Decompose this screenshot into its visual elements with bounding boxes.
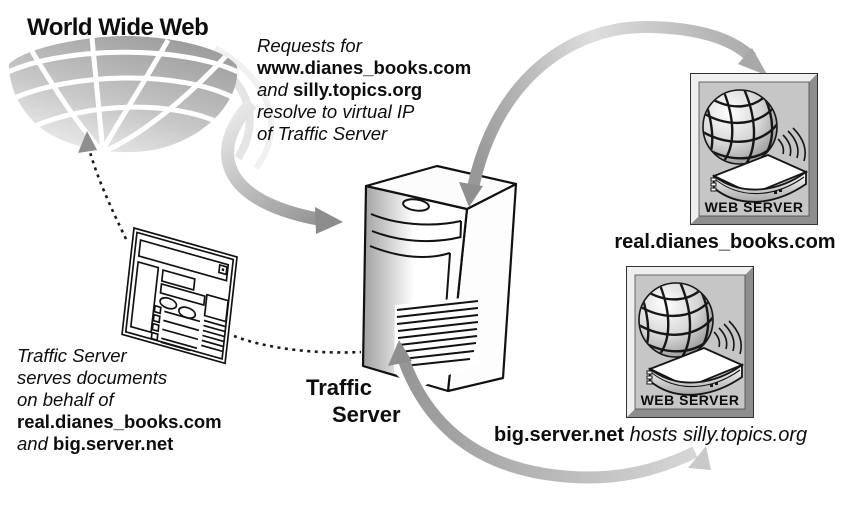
web-server-2-icon — [626, 266, 754, 418]
annotation-line: resolve to virtual IP — [257, 101, 415, 122]
traffic-server-label-line1: Traffic — [306, 375, 373, 400]
annotation-line: serves documents — [17, 367, 168, 388]
annotation-line: real.dianes_books.com — [17, 411, 222, 432]
annotation-line: Traffic Server — [17, 345, 127, 366]
web-server-2-badge: WEB SERVER — [640, 392, 740, 408]
top-annotation: Requests for www.dianes_books.com and si… — [257, 35, 471, 145]
traffic-server-label-line2: Server — [332, 402, 401, 427]
www-title: World Wide Web — [27, 14, 209, 41]
web-server-2-label: big.server.net hosts silly.topics.org — [494, 424, 808, 446]
annotation-line: and big.server.net — [17, 433, 174, 454]
annotation-line: and silly.topics.org — [257, 79, 423, 100]
traffic-server-tower-icon — [361, 164, 518, 393]
annotation-line: www.dianes_books.com — [257, 57, 472, 78]
browser-window-icon — [121, 226, 238, 365]
swoosh-www-to-traffic-server — [221, 98, 343, 234]
dotted-arrow-browser-to-www — [78, 131, 128, 240]
annotation-line: on behalf of — [17, 389, 114, 410]
web-server-1-badge: WEB SERVER — [704, 199, 804, 215]
dotted-line-browser-to-tower — [233, 334, 362, 354]
web-server-1-icon — [690, 73, 818, 225]
swoosh-traffic-server-to-big-server — [388, 340, 711, 484]
annotation-line: of Traffic Server — [257, 123, 388, 144]
left-annotation: Traffic Server serves documents on behal… — [17, 345, 222, 455]
traffic-server-label: Traffic Server — [306, 374, 401, 428]
web-server-1-label: real.dianes_books.com — [614, 231, 836, 253]
www-globe-icon — [9, 36, 275, 170]
annotation-line: Requests for — [257, 35, 362, 56]
swoosh-traffic-server-to-real-server — [459, 20, 768, 207]
